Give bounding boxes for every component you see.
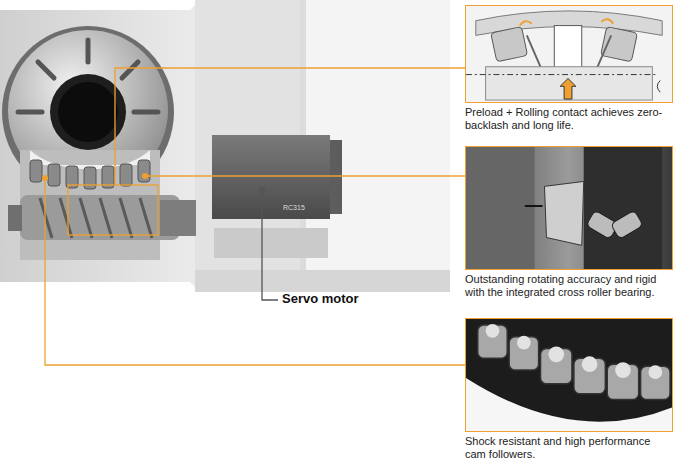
detail-picture	[466, 6, 672, 102]
caption: Outstanding rotating accuracy and rigid …	[465, 273, 673, 299]
inset-photo: Preload + Rolling contact achieves zero-…	[465, 5, 673, 132]
part-label: Servo motor	[282, 291, 359, 306]
photo-frame	[465, 318, 673, 432]
caption: Preload + Rolling contact achieves zero-…	[465, 106, 673, 132]
photo-frame	[465, 5, 673, 103]
detail-picture	[466, 147, 672, 269]
detail-picture	[466, 319, 672, 431]
inset-photo: Shock resistant and high performance cam…	[465, 318, 673, 461]
caption: Shock resistant and high performance cam…	[465, 435, 673, 461]
model-marking: RC315	[283, 204, 305, 211]
inset-photo: Outstanding rotating accuracy and rigid …	[465, 146, 673, 299]
photo-frame	[465, 146, 673, 270]
